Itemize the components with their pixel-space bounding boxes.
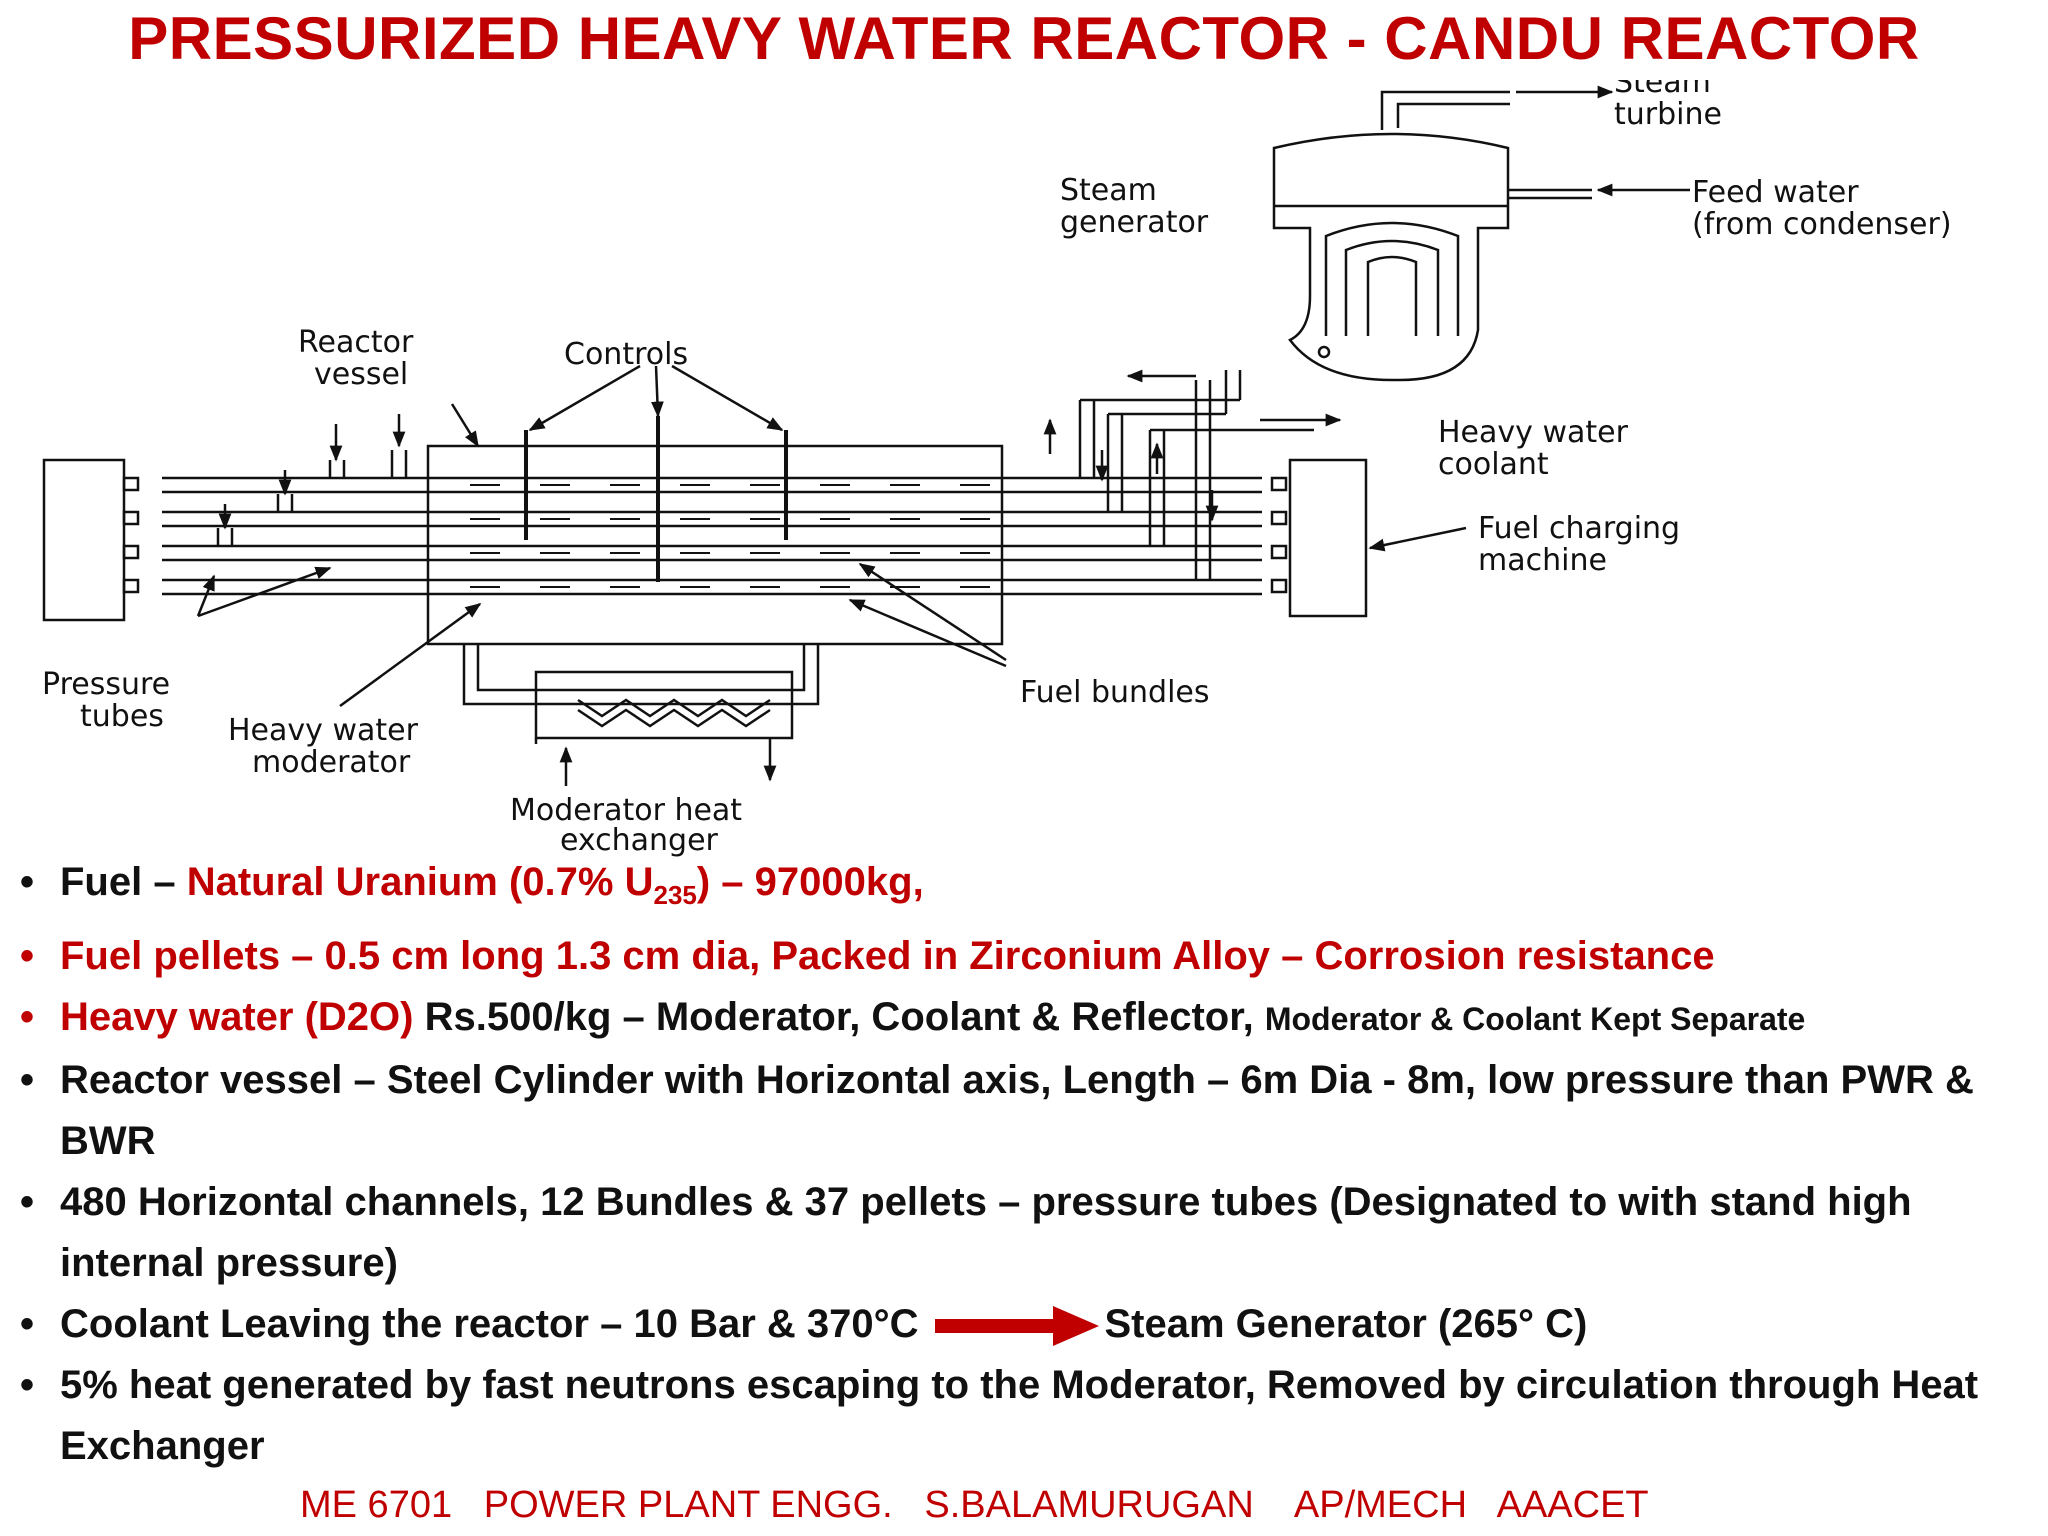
steam-generator (1272, 132, 1510, 382)
label-fuel-charging-line1: Fuel charging (1478, 511, 1680, 546)
label-pressure-tubes-line2: tubes (80, 699, 164, 734)
label-heavy-water-moderator-line1: Heavy water (228, 713, 419, 748)
label-moderator-hx-line1: Moderator heat (510, 793, 742, 828)
label-heavy-water-moderator-line2: moderator (252, 745, 411, 780)
moderator-loop (462, 644, 820, 706)
bullet-fuel-pellets: Fuel pellets – 0.5 cm long 1.3 cm dia, P… (20, 926, 2040, 987)
label-feed-water-line1: Feed water (1692, 175, 1859, 210)
left-fuel-charging-machine (42, 458, 126, 622)
bullet-reactor-vessel: Reactor vessel – Steel Cylinder with Hor… (20, 1050, 2040, 1172)
bullet-fast-neutrons: 5% heat generated by fast neutrons escap… (20, 1355, 2040, 1477)
footer: ME 6701 POWER PLANT ENGG. S.BALAMURUGAN … (300, 1484, 1649, 1526)
label-fuel-bundles: Fuel bundles (1020, 675, 1210, 710)
bullet-fuel: Fuel – Natural Uranium (0.7% U235) – 970… (20, 852, 2040, 926)
label-steam-generator-line1: Steam (1060, 173, 1157, 208)
label-pressure-tubes-line1: Pressure (42, 667, 170, 702)
label-steam-generator-line2: generator (1060, 205, 1209, 240)
label-heavy-water-coolant-line2: coolant (1438, 447, 1549, 482)
label-steam-turbine-line1: Steam (1614, 80, 1711, 100)
bullet-list: Fuel – Natural Uranium (0.7% U235) – 970… (20, 852, 2040, 1477)
label-heavy-water-coolant-line1: Heavy water (1438, 415, 1629, 450)
fuel-value: Natural Uranium (0.7% U235) – 97000kg, (186, 860, 924, 910)
control-rods (524, 416, 788, 582)
label-steam-turbine-line2: turbine (1614, 97, 1722, 132)
red-right-arrow-icon (934, 1306, 1099, 1347)
right-fuel-charging-machine (1288, 458, 1368, 618)
label-feed-water-line2: (from condenser) (1692, 207, 1952, 242)
label-reactor-vessel-line1: Reactor (298, 325, 414, 360)
page-title: PRESSURIZED HEAVY WATER REACTOR - CANDU … (128, 5, 1920, 72)
bullet-heavy-water: Heavy water (D2O) Rs.500/kg – Moderator,… (20, 987, 2040, 1050)
bullet-coolant: Coolant Leaving the reactor – 10 Bar & 3… (20, 1294, 2040, 1355)
pressure-tubes (162, 476, 1262, 596)
label-controls: Controls (564, 337, 688, 372)
candu-reactor-diagram: Steam turbine Steam generator Feed water… (42, 80, 1952, 858)
label-fuel-charging-line2: machine (1478, 543, 1607, 578)
bullet-horizontal-channels: 480 Horizontal channels, 12 Bundles & 37… (20, 1172, 2040, 1294)
moderator-heat-exchanger (534, 670, 794, 740)
label-reactor-vessel-line2: vessel (314, 357, 408, 392)
fuel-bundles-marks (470, 484, 990, 588)
